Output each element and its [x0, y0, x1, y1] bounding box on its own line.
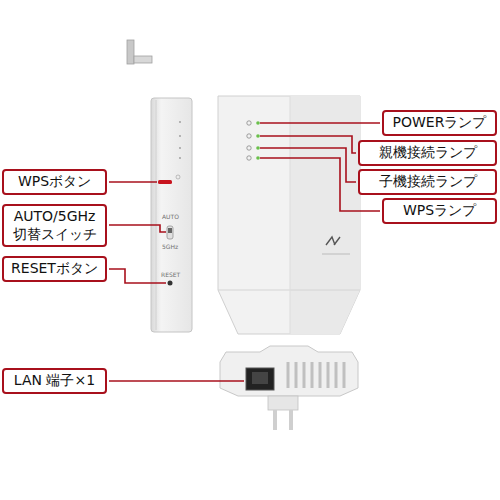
- callout-box: POWERランプ: [382, 110, 497, 136]
- callout-box: 子機接続ランプ: [358, 169, 497, 195]
- callout-label: POWERランプ: [393, 114, 487, 132]
- device-marking: RESET: [161, 272, 180, 278]
- callout-label: LAN 端子×1: [14, 372, 95, 390]
- callout-label: RESETボタン: [11, 260, 98, 278]
- callout-box: AUTO/5GHz 切替スイッチ: [2, 204, 107, 247]
- callout-label: WPSランプ: [403, 202, 476, 220]
- callout-label: AUTO/5GHz 切替スイッチ: [8, 208, 101, 243]
- callout-box: 親機接続ランプ: [358, 140, 497, 166]
- callout-box: LAN 端子×1: [2, 368, 107, 394]
- callout-label: 子機接続ランプ: [379, 173, 477, 191]
- callout-label: WPSボタン: [18, 173, 91, 191]
- device-marking: AUTO: [162, 214, 179, 220]
- callout-box: RESETボタン: [2, 256, 107, 282]
- callout-box: WPSボタン: [2, 169, 107, 195]
- callout-box: WPSランプ: [382, 198, 497, 224]
- callout-label: 親機接続ランプ: [379, 144, 477, 162]
- device-marking: 5GHz: [162, 244, 178, 250]
